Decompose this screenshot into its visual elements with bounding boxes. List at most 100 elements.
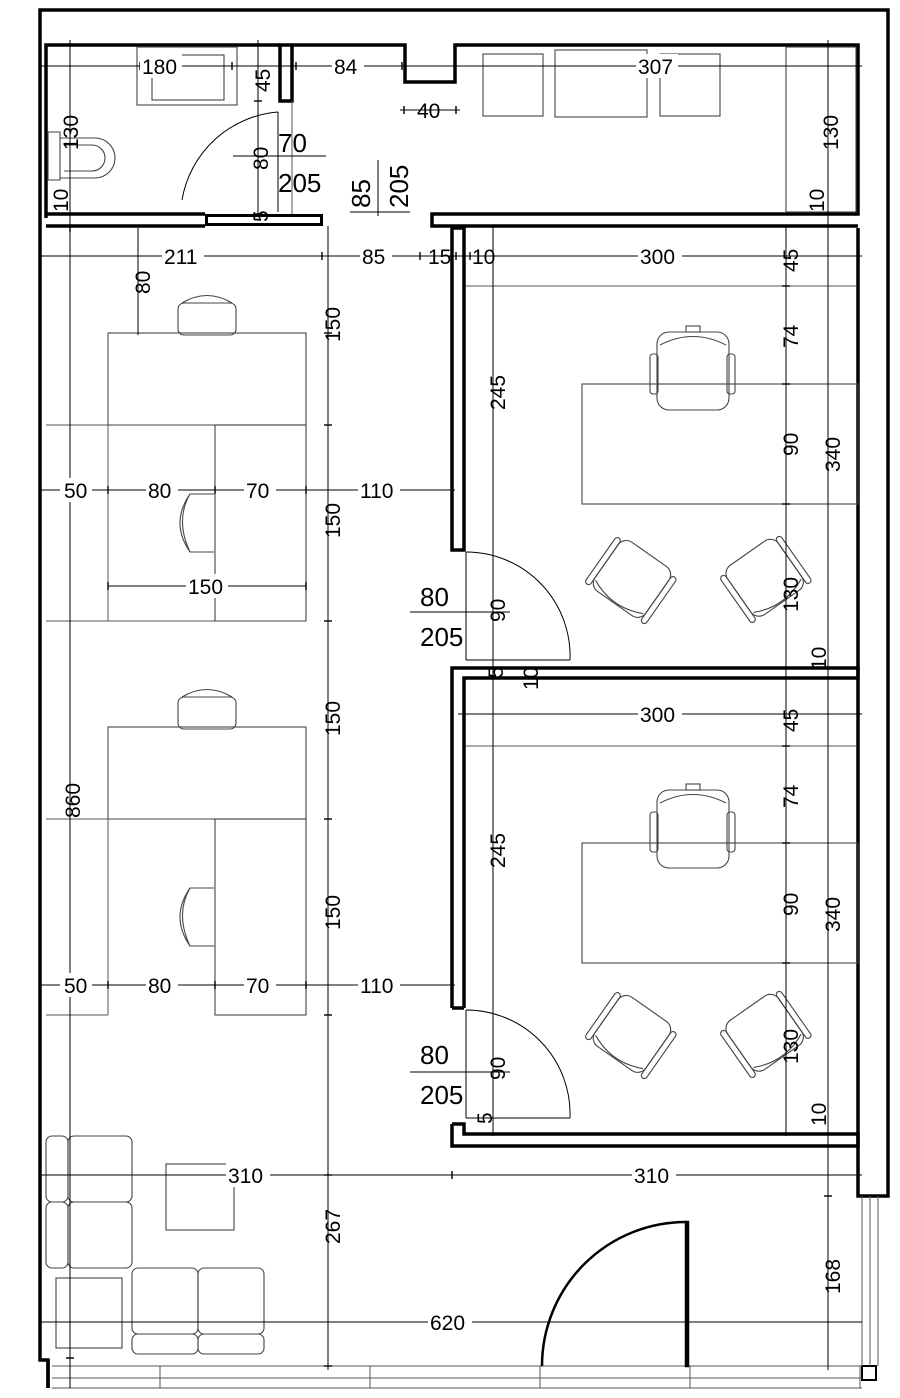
office-partitions bbox=[450, 226, 860, 1148]
dim-label: 267 bbox=[322, 1209, 345, 1244]
office1-door-swing bbox=[465, 551, 571, 661]
dim-label: 10 bbox=[808, 1103, 831, 1126]
dimension-lines bbox=[40, 40, 862, 1388]
dim-label: 50 bbox=[64, 480, 87, 503]
dim-label: 90 bbox=[487, 599, 510, 622]
workstation-chair bbox=[179, 887, 214, 947]
office1-furniture bbox=[465, 325, 859, 661]
dim-label: 70 bbox=[246, 480, 269, 503]
office1-desk bbox=[581, 383, 859, 505]
dim-label: 74 bbox=[780, 784, 803, 808]
dim-label: 10 bbox=[520, 667, 543, 690]
workstation-chair bbox=[177, 294, 237, 336]
dim-label: 340 bbox=[822, 437, 845, 472]
dimension-ticks bbox=[66, 62, 832, 1367]
office2-furniture bbox=[465, 783, 859, 1119]
office2-executive-chair bbox=[649, 783, 736, 869]
entrance-door-leaf bbox=[684, 1220, 690, 1368]
dim-label: 84 bbox=[334, 56, 358, 79]
dim-label: 5 bbox=[485, 666, 508, 678]
dim-label: 40 bbox=[417, 100, 440, 123]
dim-label: 10 bbox=[806, 189, 829, 212]
dim-label: 340 bbox=[822, 897, 845, 932]
sofa-cushion bbox=[45, 1201, 69, 1269]
dim-label: 150 bbox=[322, 307, 345, 342]
office2-door-height: 205 bbox=[420, 1080, 463, 1110]
office2-door-width: 80 bbox=[420, 1040, 449, 1070]
dim-label: 70 bbox=[246, 975, 269, 998]
dim-label: 90 bbox=[780, 433, 803, 456]
dim-label: 45 bbox=[780, 249, 803, 272]
office1-door-height: 205 bbox=[420, 622, 463, 652]
sink-counter bbox=[136, 46, 238, 106]
coffee-table bbox=[165, 1163, 235, 1231]
dim-label: 307 bbox=[638, 56, 673, 79]
dim-label: 10 bbox=[808, 647, 831, 670]
outer-walls bbox=[38, 8, 890, 1389]
dim-label: 245 bbox=[487, 833, 510, 868]
dim-label: 130 bbox=[820, 115, 843, 150]
dim-label: 85 bbox=[362, 246, 385, 269]
dim-label: 130 bbox=[780, 1029, 803, 1064]
dim-label: 130 bbox=[780, 577, 803, 612]
dim-label: 130 bbox=[60, 115, 83, 150]
office2-guest-chair-left bbox=[585, 992, 677, 1080]
dim-label: 180 bbox=[142, 56, 177, 79]
dim-label: 150 bbox=[322, 895, 345, 930]
dim-label: 10 bbox=[50, 189, 73, 212]
sofa-cushion bbox=[197, 1333, 265, 1355]
dim-label: 45 bbox=[780, 709, 803, 732]
top-rooms bbox=[44, 43, 860, 228]
dim-label: 80 bbox=[132, 271, 155, 294]
office2-door-swing bbox=[465, 1009, 571, 1119]
entrance-door-swing bbox=[540, 1220, 687, 1367]
wc-door-height: 205 bbox=[278, 168, 321, 198]
dim-label: 15 bbox=[428, 246, 451, 269]
office1-guest-chair-left bbox=[585, 537, 677, 625]
dim-label: 150 bbox=[322, 701, 345, 736]
dim-label: 211 bbox=[164, 246, 197, 269]
dim-label: 80 bbox=[148, 975, 171, 998]
workstation-chair bbox=[177, 688, 237, 730]
dim-label: 110 bbox=[360, 975, 393, 998]
dim-label: 310 bbox=[228, 1165, 263, 1188]
dim-label: 620 bbox=[430, 1312, 465, 1335]
sofa-cushion bbox=[131, 1333, 199, 1355]
column-corner bbox=[861, 1365, 877, 1381]
sofa-cushion bbox=[45, 1135, 69, 1203]
storage-shelf bbox=[785, 46, 857, 213]
dim-label: 80 bbox=[250, 147, 273, 170]
dim-label: 45 bbox=[252, 69, 275, 92]
workstations bbox=[46, 294, 307, 1016]
dim-label: 150 bbox=[322, 503, 345, 538]
sofa-cushion bbox=[131, 1267, 199, 1335]
storage-cabinet bbox=[659, 53, 721, 117]
office1-door-width: 80 bbox=[420, 582, 449, 612]
wc-door-width: 70 bbox=[278, 128, 307, 158]
storage-cabinet bbox=[482, 53, 544, 117]
dim-label: 90 bbox=[780, 893, 803, 916]
workstation-chair bbox=[179, 493, 214, 553]
sofa-cushion bbox=[67, 1201, 133, 1269]
wc-door-swing bbox=[181, 111, 279, 201]
dim-label: 300 bbox=[640, 704, 675, 727]
office2-guest-chair-right bbox=[720, 990, 812, 1078]
dim-label: 80 bbox=[148, 480, 171, 503]
dim-label: 5 bbox=[474, 1112, 497, 1124]
toilet bbox=[47, 131, 116, 181]
lounge bbox=[45, 1135, 690, 1368]
storage-cabinet bbox=[554, 49, 648, 118]
sofa-cushion bbox=[197, 1267, 265, 1335]
dim-label: 300 bbox=[640, 246, 675, 269]
dim-label: 50 bbox=[64, 975, 87, 998]
dim-label: 860 bbox=[62, 783, 85, 818]
office2-desk bbox=[581, 842, 859, 964]
dim-label: 245 bbox=[487, 375, 510, 410]
office1-executive-chair bbox=[649, 325, 736, 411]
corridor-door-height: 205 bbox=[384, 165, 414, 208]
dim-label: 5 bbox=[250, 210, 273, 222]
dim-label: 168 bbox=[822, 1259, 845, 1294]
dim-label: 90 bbox=[487, 1057, 510, 1080]
dim-label: 150 bbox=[188, 576, 223, 599]
